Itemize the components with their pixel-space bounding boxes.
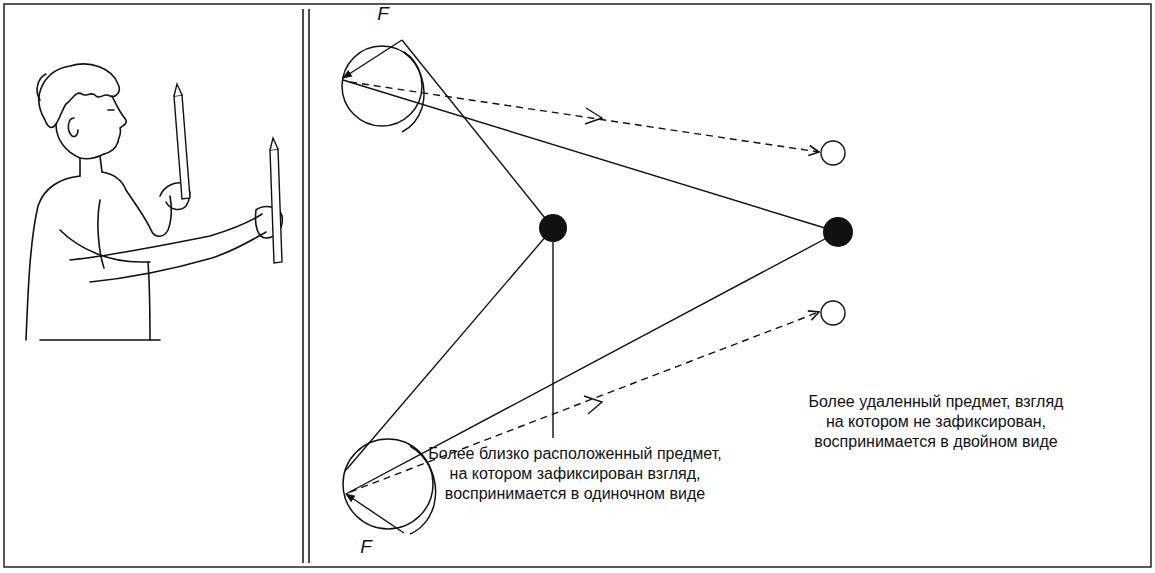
fovea-label: F: [351, 536, 381, 558]
double-image: [821, 301, 845, 325]
arrow-chevron: [584, 108, 602, 414]
frame: [4, 4, 1151, 567]
pencil: [174, 84, 282, 263]
eye: [342, 46, 424, 132]
visual-ray: [343, 40, 838, 533]
double-image: [821, 141, 845, 165]
divider-line: [308, 9, 310, 563]
boy-illustration: [26, 64, 282, 340]
near-object-caption: Более близко расположенный предмет, на к…: [425, 444, 725, 504]
projection-ray: [350, 82, 819, 492]
far-object: [823, 217, 853, 247]
near-object: [539, 214, 567, 242]
fovea-label: F: [368, 3, 398, 25]
far-object-caption: Более удаленный предмет, взгляд на котор…: [800, 392, 1072, 452]
divider-line: [302, 9, 304, 563]
